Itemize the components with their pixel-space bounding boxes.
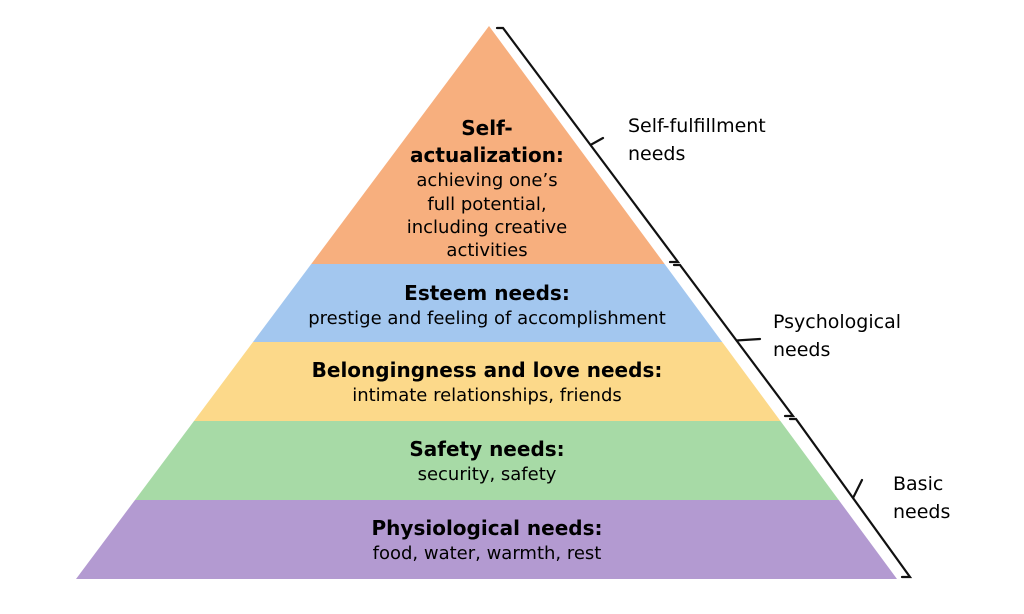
tier-description: full potential, bbox=[427, 194, 546, 215]
tier-physiological: Physiological needs: food, water, warmth,… bbox=[76, 500, 897, 579]
tier-description: achieving one’s bbox=[416, 170, 557, 191]
tier-description: prestige and feeling of accomplishment bbox=[308, 308, 666, 329]
tier-band bbox=[76, 500, 897, 579]
tier-safety: Safety needs: security, safety bbox=[135, 421, 839, 500]
group-label-line: needs bbox=[628, 143, 685, 165]
group-label-self-fulfillment: Self-fulfillment needs bbox=[628, 115, 766, 165]
tier-title: Self- bbox=[461, 116, 512, 140]
group-label-line: needs bbox=[893, 501, 950, 523]
group-label-line: Psychological bbox=[773, 311, 901, 333]
tier-title: Safety needs: bbox=[409, 437, 564, 461]
tier-description: security, safety bbox=[418, 464, 557, 485]
tier-title: actualization: bbox=[410, 143, 564, 167]
tier-description: intimate relationships, friends bbox=[352, 385, 622, 406]
group-label-psychological: Psychological needs bbox=[773, 311, 901, 361]
tier-band bbox=[253, 264, 723, 342]
tier-description: activities bbox=[446, 240, 527, 261]
group-label-line: Self-fulfillment bbox=[628, 115, 766, 137]
tier-self-actualization: Self-actualization: achieving one’s full p… bbox=[311, 26, 665, 264]
tier-description: food, water, warmth, rest bbox=[373, 543, 602, 564]
bracket-self-fulfillment bbox=[495, 26, 681, 264]
tier-band bbox=[135, 421, 839, 500]
pyramid: Self-actualization: achieving one’s full p… bbox=[76, 26, 897, 579]
tier-title: Physiological needs: bbox=[372, 516, 603, 540]
tier-band bbox=[194, 342, 781, 421]
tier-title: Belongingness and love needs: bbox=[312, 358, 663, 382]
group-label-basic: Basic needs bbox=[893, 473, 950, 523]
bracket-psychological bbox=[672, 263, 796, 418]
tier-description: including creative bbox=[407, 217, 568, 238]
group-brackets bbox=[495, 26, 913, 579]
tier-title: Esteem needs: bbox=[404, 281, 570, 305]
tier-band bbox=[311, 26, 665, 264]
group-label-line: Basic bbox=[893, 473, 943, 495]
group-label-line: needs bbox=[773, 339, 830, 361]
group-labels: Self-fulfillmentneedsPsychologicalneedsB… bbox=[628, 115, 950, 523]
tier-belongingness: Belongingness and love needs: intimate re… bbox=[194, 342, 781, 421]
tier-esteem: Esteem needs: prestige and feeling of acc… bbox=[253, 264, 723, 342]
bracket-basic bbox=[788, 417, 913, 579]
